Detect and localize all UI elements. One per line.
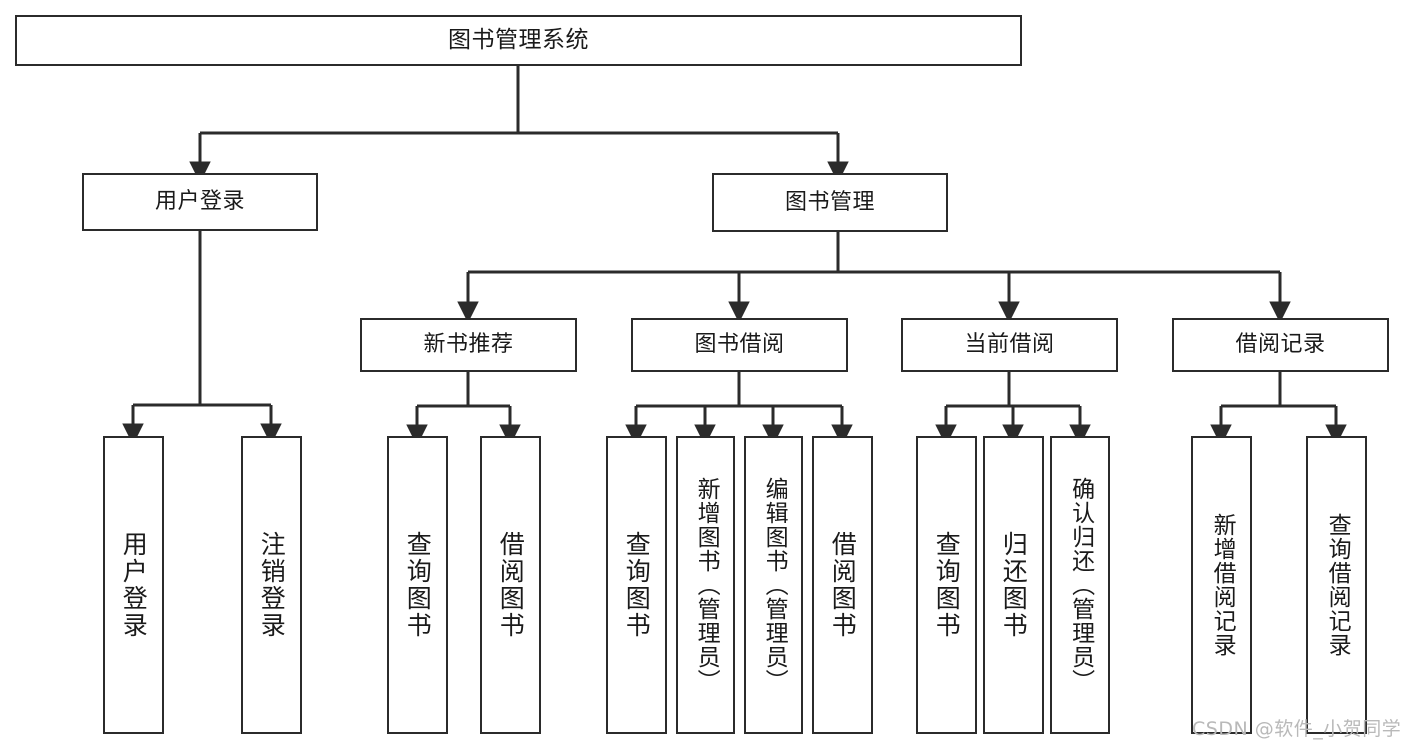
node-leaf-query-book-2-label: 查询图书 [622, 531, 652, 639]
node-book-manage-label: 图书管理 [784, 189, 875, 215]
node-current-borrow[interactable]: 当前借阅 [901, 318, 1118, 372]
node-book-manage[interactable]: 图书管理 [712, 173, 948, 232]
node-leaf-edit-book-admin-label: 编辑图书（管理员） [761, 477, 788, 693]
watermark-text: CSDN @软件_小贺同学 [1192, 718, 1402, 740]
node-leaf-borrow-book-2-label: 借阅图书 [828, 531, 858, 639]
node-leaf-add-borrow-record[interactable]: 新增借阅记录 [1191, 436, 1252, 734]
node-leaf-return-book[interactable]: 归还图书 [983, 436, 1044, 734]
node-leaf-add-borrow-record-label: 新增借阅记录 [1209, 513, 1236, 657]
node-user-login[interactable]: 用户登录 [82, 173, 318, 231]
node-leaf-add-book-admin-label: 新增图书（管理员） [693, 477, 720, 693]
node-leaf-borrow-book-1-label: 借阅图书 [496, 531, 526, 639]
node-leaf-query-book-3[interactable]: 查询图书 [916, 436, 977, 734]
node-leaf-query-book-3-label: 查询图书 [932, 531, 962, 639]
node-user-login-label: 用户登录 [154, 189, 245, 215]
node-leaf-query-borrow-record-label: 查询借阅记录 [1324, 513, 1351, 657]
node-new-book-recommend[interactable]: 新书推荐 [360, 318, 577, 372]
node-root[interactable]: 图书管理系统 [15, 15, 1022, 66]
node-leaf-user-login[interactable]: 用户登录 [103, 436, 164, 734]
node-leaf-query-book-1[interactable]: 查询图书 [387, 436, 448, 734]
node-leaf-borrow-book-2[interactable]: 借阅图书 [812, 436, 873, 734]
node-leaf-confirm-return-admin[interactable]: 确认归还（管理员） [1050, 436, 1110, 734]
node-leaf-logout-login[interactable]: 注销登录 [241, 436, 302, 734]
node-leaf-query-book-2[interactable]: 查询图书 [606, 436, 667, 734]
node-leaf-user-login-label: 用户登录 [119, 531, 149, 639]
node-leaf-logout-login-label: 注销登录 [257, 531, 287, 639]
node-leaf-return-book-label: 归还图书 [999, 531, 1029, 639]
node-book-borrow[interactable]: 图书借阅 [631, 318, 848, 372]
node-borrow-record-label: 借阅记录 [1235, 332, 1326, 358]
node-leaf-borrow-book-1[interactable]: 借阅图书 [480, 436, 541, 734]
node-leaf-query-book-1-label: 查询图书 [403, 531, 433, 639]
node-leaf-confirm-return-admin-label: 确认归还（管理员） [1067, 477, 1094, 693]
node-new-book-recommend-label: 新书推荐 [423, 332, 514, 358]
node-leaf-add-book-admin[interactable]: 新增图书（管理员） [676, 436, 735, 734]
node-borrow-record[interactable]: 借阅记录 [1172, 318, 1389, 372]
node-current-borrow-label: 当前借阅 [964, 332, 1055, 358]
node-leaf-edit-book-admin[interactable]: 编辑图书（管理员） [744, 436, 803, 734]
node-root-label: 图书管理系统 [448, 26, 589, 53]
node-leaf-query-borrow-record[interactable]: 查询借阅记录 [1306, 436, 1367, 734]
node-book-borrow-label: 图书借阅 [694, 332, 785, 358]
